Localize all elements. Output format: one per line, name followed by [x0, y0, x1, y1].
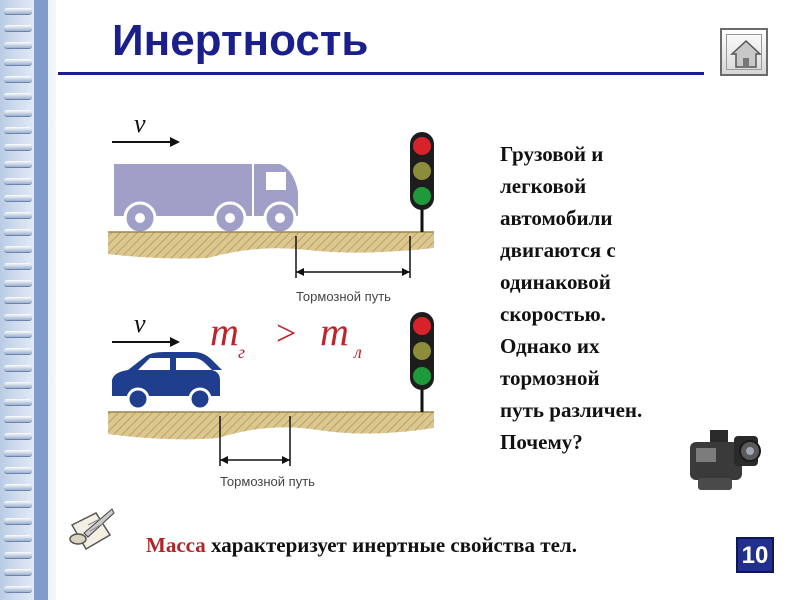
binding-ring	[4, 212, 32, 218]
title-underline	[58, 72, 704, 75]
formula-left: m	[210, 309, 239, 354]
home-button-frame	[726, 34, 762, 70]
velocity-label-truck: v	[134, 109, 146, 138]
ground-bottom	[108, 412, 434, 439]
binding-ring	[4, 399, 32, 405]
truck-icon	[114, 164, 298, 233]
binding-ring	[4, 365, 32, 371]
braking-label-top: Тормозной путь	[296, 289, 391, 304]
home-button[interactable]	[720, 28, 768, 76]
velocity-label-car: v	[134, 309, 146, 338]
binding-ring	[4, 484, 32, 490]
binding-ring	[4, 161, 32, 167]
binding-ring	[4, 144, 32, 150]
binding-ring	[4, 280, 32, 286]
binding-rail	[34, 0, 48, 600]
conclusion-text: Масса характеризует инертные свойства те…	[146, 533, 577, 558]
video-camera-icon	[684, 418, 766, 498]
formula-right-sub: л	[353, 342, 362, 362]
binding-ring	[4, 178, 32, 184]
binding-ring	[4, 314, 32, 320]
formula-right: m	[320, 309, 349, 354]
conclusion-keyword: Масса	[146, 533, 206, 557]
binding-ring	[4, 8, 32, 14]
binding-ring	[4, 263, 32, 269]
binding-ring	[4, 93, 32, 99]
binding-ring	[4, 229, 32, 235]
binding-ring	[4, 297, 32, 303]
binding-ring	[4, 552, 32, 558]
light-red-top	[413, 137, 431, 155]
ground-top	[108, 232, 434, 259]
binding-ring	[4, 246, 32, 252]
scroll-quill-icon	[64, 505, 118, 559]
home-icon	[727, 35, 765, 73]
velocity-arrowhead-truck	[170, 137, 180, 147]
page-number: 10	[736, 537, 774, 573]
binding-ring	[4, 433, 32, 439]
slide-title: Инертность	[112, 16, 368, 66]
binding-ring	[4, 42, 32, 48]
formula-left-sub: г	[238, 342, 245, 362]
binding-ring	[4, 110, 32, 116]
formula-operator: >	[276, 313, 296, 353]
spiral-binding	[0, 0, 56, 600]
binding-ring	[4, 450, 32, 456]
binding-ring	[4, 569, 32, 575]
traffic-light-bottom	[410, 312, 434, 412]
binding-ring	[4, 59, 32, 65]
car-icon	[112, 352, 222, 409]
binding-ring	[4, 25, 32, 31]
light-green-bottom	[413, 367, 431, 385]
binding-ring	[4, 382, 32, 388]
binding-ring	[4, 195, 32, 201]
traffic-light-top	[410, 132, 434, 232]
binding-ring	[4, 518, 32, 524]
conclusion-rest: характеризует инертные свойства тел.	[206, 533, 577, 557]
light-yellow-top	[413, 162, 431, 180]
light-yellow-bottom	[413, 342, 431, 360]
braking-illustration: v Тормозной путь v m г >	[108, 100, 438, 500]
velocity-arrowhead-car	[170, 337, 180, 347]
binding-ring	[4, 76, 32, 82]
binding-ring	[4, 467, 32, 473]
slide-description: Грузовой и легковой автомобили двигаются…	[500, 138, 690, 458]
light-red-bottom	[413, 317, 431, 335]
mass-formula: m г > m л	[210, 309, 362, 362]
binding-ring	[4, 535, 32, 541]
binding-ring	[4, 348, 32, 354]
binding-ring	[4, 586, 32, 592]
binding-ring	[4, 127, 32, 133]
binding-ring	[4, 331, 32, 337]
braking-label-bottom: Тормозной путь	[220, 474, 315, 489]
light-green-top	[413, 187, 431, 205]
binding-ring	[4, 501, 32, 507]
binding-ring	[4, 416, 32, 422]
